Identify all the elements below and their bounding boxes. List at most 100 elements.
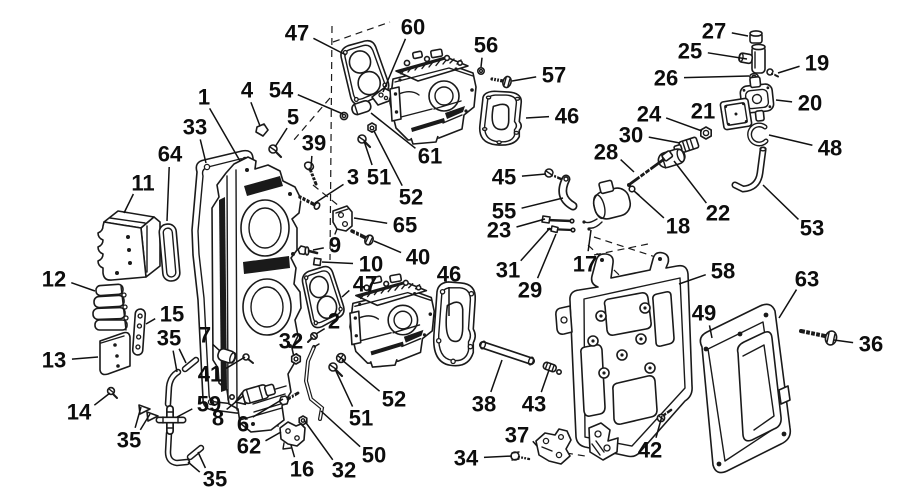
part-callout-38: 38 <box>472 360 502 417</box>
strap-screw-drawing <box>545 169 561 180</box>
leader-line <box>313 248 324 250</box>
construction-line <box>293 98 330 141</box>
part-callout-28: 28 <box>594 140 634 173</box>
leader-line <box>291 445 295 457</box>
part-callout-40: 40 <box>374 241 430 270</box>
part-number-label: 23 <box>487 218 511 243</box>
leader-line <box>634 191 664 218</box>
leader-line <box>313 38 346 55</box>
part-callout-41: 41 <box>198 357 245 387</box>
part-number-label: 10 <box>359 252 383 277</box>
part-number-label: 4 <box>241 78 254 103</box>
part-number-label: 8 <box>212 406 224 431</box>
part-callout-5: 5 <box>275 105 299 148</box>
leader-line <box>374 241 401 253</box>
leader-line <box>135 407 141 428</box>
part-callout-2: 2 <box>316 309 340 335</box>
leader-line <box>210 108 240 161</box>
part-callout-35: 35 <box>117 407 150 453</box>
middle-parts-group <box>542 169 633 233</box>
leader-line <box>383 39 405 92</box>
leader-line <box>275 128 287 147</box>
leader-line <box>763 185 798 219</box>
part-number-label: 27 <box>702 19 726 44</box>
part-callout-17: 17 <box>573 230 597 277</box>
tee-connector-drawing <box>738 44 778 79</box>
reed-block-gasket-drawing <box>159 223 181 281</box>
part-number-label: 20 <box>798 91 822 116</box>
leader-line <box>198 452 205 468</box>
part-callout-31: 31 <box>496 228 550 283</box>
part-number-label: 58 <box>711 259 735 284</box>
part-callout-6: 6 <box>237 399 283 437</box>
leader-line <box>526 117 549 118</box>
intake-cover-drawing <box>700 304 790 472</box>
part-number-label: 32 <box>279 329 303 354</box>
part-number-label: 7 <box>199 323 211 348</box>
part-callout-51: 51 <box>364 141 391 190</box>
part-callout-53: 53 <box>763 185 824 241</box>
part-callout-35: 35 <box>157 326 186 373</box>
leader-line <box>173 351 177 372</box>
construction-line <box>594 244 648 255</box>
leader-line <box>146 319 155 324</box>
leader-line <box>522 174 546 176</box>
leader-line <box>521 228 550 261</box>
part-number-label: 60 <box>401 15 425 40</box>
leader-line <box>94 393 110 405</box>
leader-line <box>588 230 591 251</box>
intake-plate-drawing <box>556 253 692 460</box>
leader-line <box>322 262 353 263</box>
leader-line <box>684 76 749 78</box>
part-callout-59: 59 <box>177 392 221 418</box>
leader-line <box>769 135 812 145</box>
part-number-label: 55 <box>492 199 516 224</box>
part-callout-23: 23 <box>487 218 545 243</box>
hose-clamps-drawing <box>139 405 158 421</box>
part-callout-49: 49 <box>692 301 716 339</box>
part-number-label: 26 <box>654 66 678 91</box>
part-callout-43: 43 <box>522 370 549 417</box>
part-callout-45: 45 <box>492 165 546 190</box>
cover-screws-drawing <box>657 329 837 422</box>
part-number-label: 48 <box>818 136 842 161</box>
leader-line <box>779 290 797 318</box>
leader-line <box>227 396 243 409</box>
leader-line <box>251 102 260 126</box>
part-number-label: 47 <box>285 21 309 46</box>
part-callout-21: 21 <box>691 99 722 124</box>
leader-line <box>140 414 150 430</box>
leader-line <box>177 409 192 417</box>
part-callout-46: 46 <box>437 262 461 317</box>
leader-line <box>304 420 333 460</box>
leader-line <box>484 456 512 457</box>
part-number-label: 50 <box>362 443 386 468</box>
leader-line <box>649 137 680 143</box>
clip-drawing <box>750 125 766 144</box>
part-number-label: 39 <box>302 131 326 156</box>
upper-carb-group <box>256 39 523 266</box>
construction-line <box>594 237 671 262</box>
part-callout-4: 4 <box>241 78 260 127</box>
leader-line <box>541 370 549 392</box>
part-number-label: 51 <box>367 165 391 190</box>
upper-carb-fasteners-drawing <box>256 68 512 266</box>
part-number-label: 34 <box>454 446 479 471</box>
fuel-cap-drawing <box>750 31 762 43</box>
part-number-label: 43 <box>522 392 546 417</box>
lower-carb-fasteners-drawing <box>280 333 346 449</box>
part-number-label: 54 <box>269 78 294 103</box>
part-callout-27: 27 <box>702 19 748 44</box>
part-number-label: 59 <box>197 392 221 417</box>
leader-line <box>621 160 634 172</box>
leader-line <box>522 198 563 208</box>
part-callout-63: 63 <box>779 267 819 319</box>
part-callout-8: 8 <box>212 396 243 431</box>
part-number-label: 32 <box>332 458 356 483</box>
carb-face-gasket-lower-drawing <box>432 281 477 367</box>
leader-line <box>71 283 95 291</box>
leader-line <box>679 275 706 284</box>
part-callout-57: 57 <box>512 63 566 88</box>
leader-line <box>778 66 800 73</box>
